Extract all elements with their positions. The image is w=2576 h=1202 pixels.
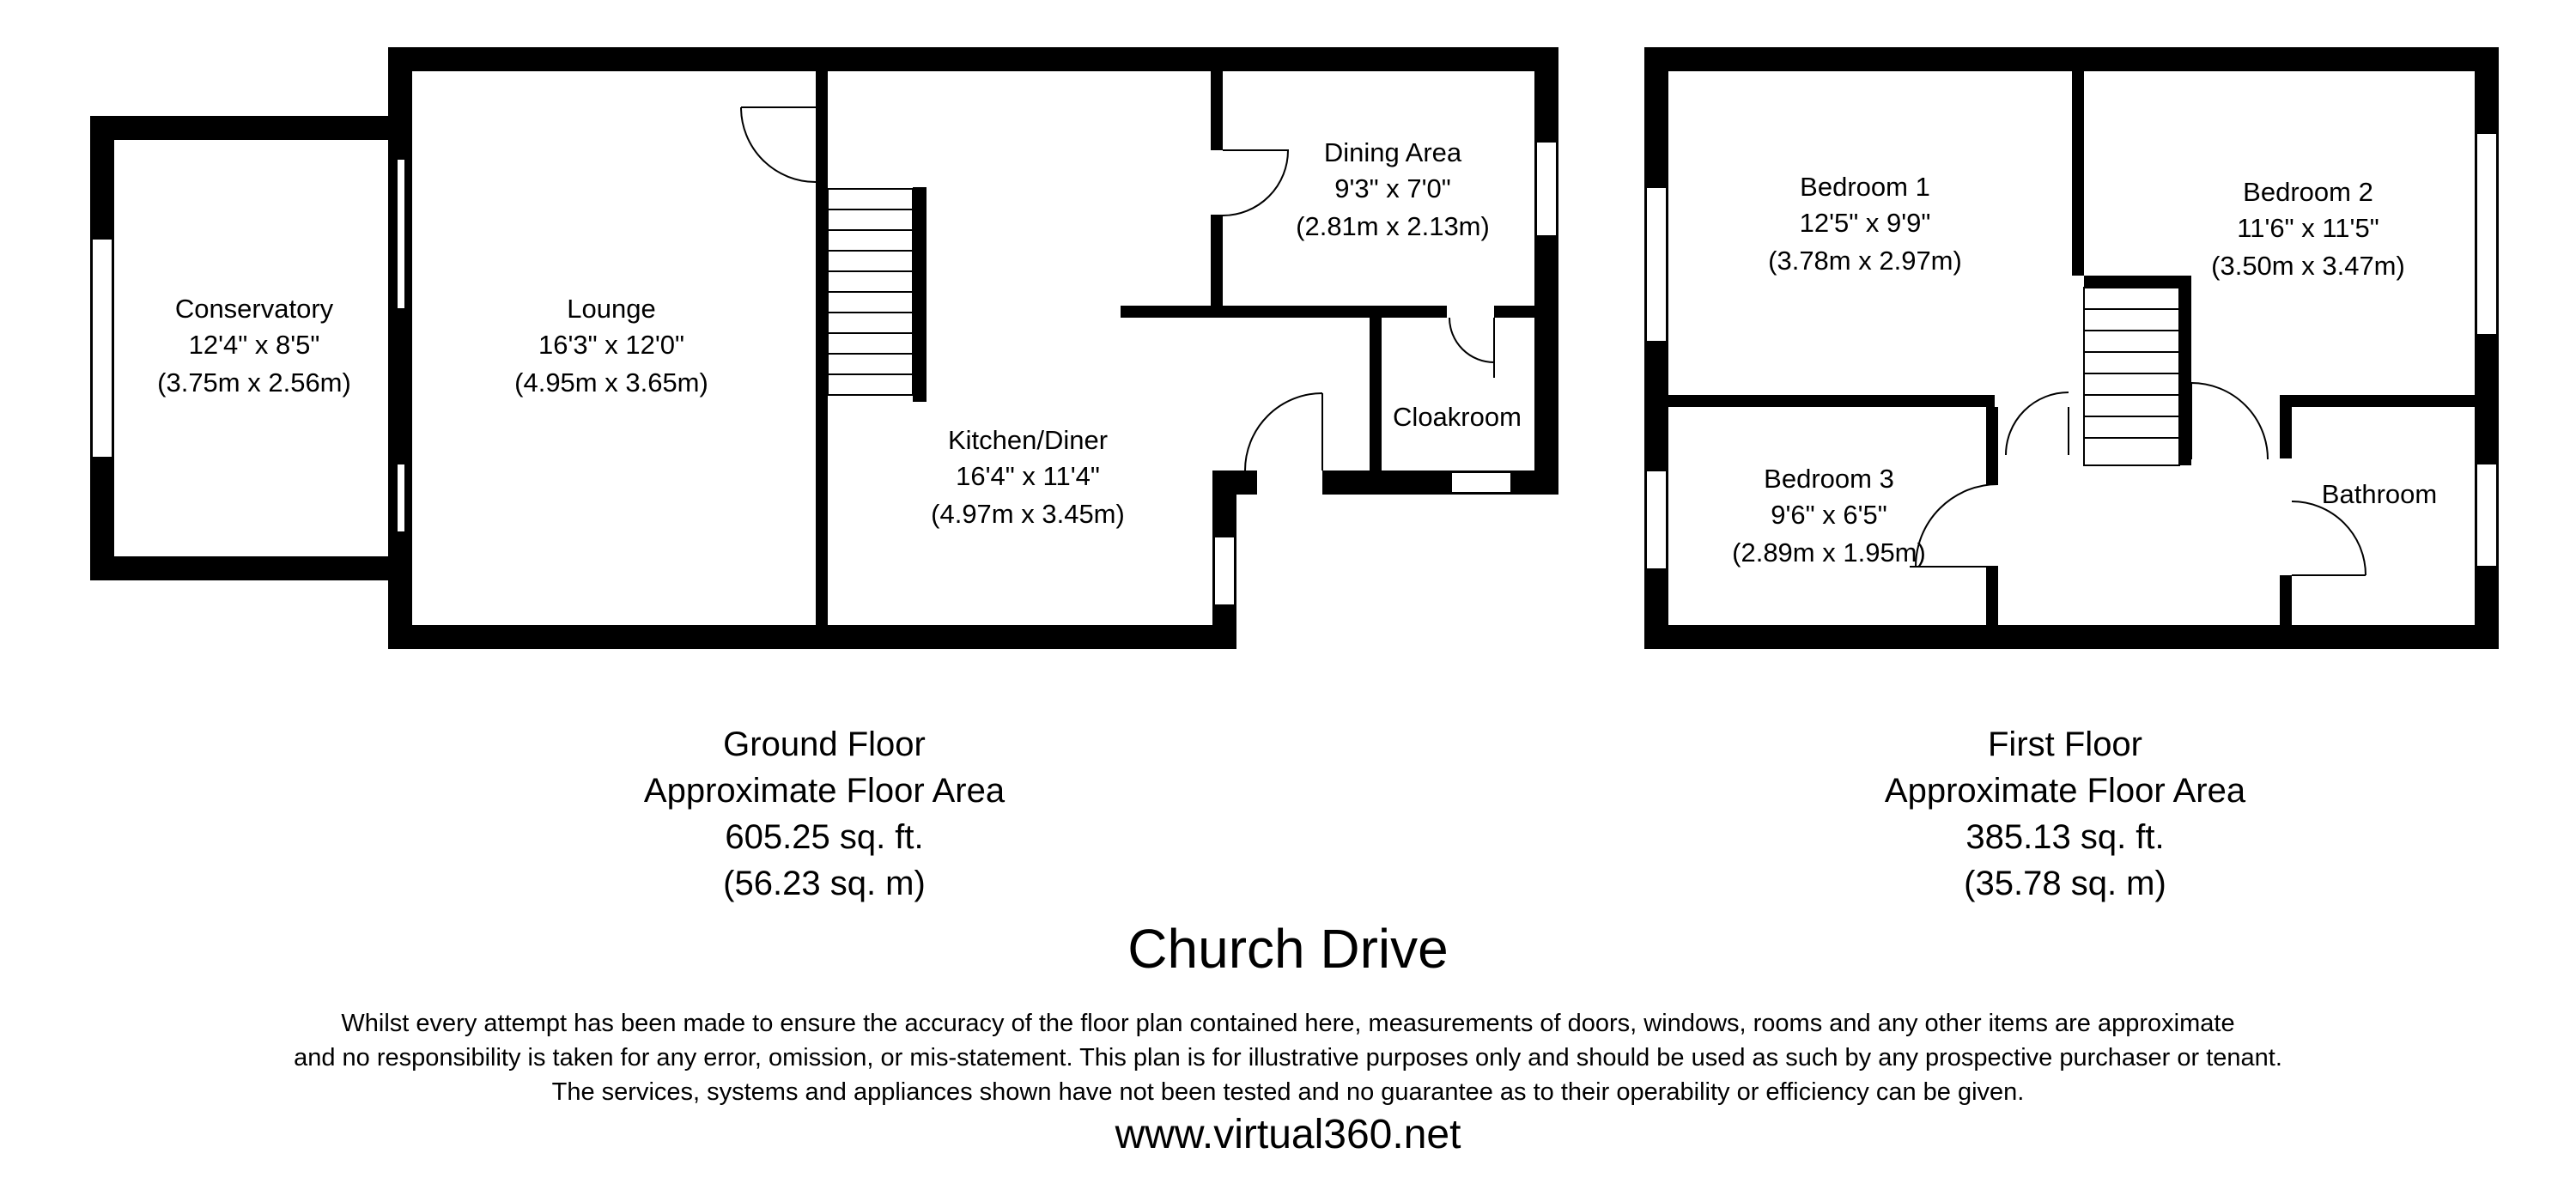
floor-area-label: Approximate Floor Area bbox=[643, 772, 1005, 810]
floor-name: Ground Floor bbox=[723, 725, 926, 763]
floor-area-label: Approximate Floor Area bbox=[1884, 772, 2246, 810]
bedroom-2-window bbox=[2476, 132, 2498, 336]
property-title: Church Drive bbox=[1127, 918, 1449, 980]
room-dims-imperial: 12'5" x 9'9" bbox=[1800, 208, 1931, 238]
room-dims-metric: (3.78m x 2.97m) bbox=[1768, 246, 1962, 276]
room-name: Lounge bbox=[567, 294, 655, 324]
bedroom-1-door bbox=[2005, 392, 2069, 456]
room-dims-metric: (4.95m x 3.65m) bbox=[514, 367, 708, 398]
room-dims-imperial: 9'3" x 7'0" bbox=[1334, 173, 1451, 203]
ground-floor-stairs bbox=[827, 188, 914, 396]
room-dims-imperial: 11'6" x 11'5" bbox=[2237, 213, 2379, 243]
kitchen-window bbox=[1213, 536, 1236, 606]
room-name: Dining Area bbox=[1324, 137, 1462, 167]
room-name: Kitchen/Diner bbox=[948, 425, 1108, 455]
disclaimer-line: Whilst every attempt has been made to en… bbox=[341, 1010, 2235, 1037]
disclaimer-line: and no responsibility is taken for any e… bbox=[294, 1044, 2282, 1071]
room-dims-imperial: 12'4" x 8'5" bbox=[189, 330, 320, 360]
room-name: Cloakroom bbox=[1393, 402, 1522, 432]
room-cloakroom: Cloakroom bbox=[1393, 402, 1522, 432]
floor-area-metric: (56.23 sq. m) bbox=[723, 865, 926, 902]
lounge-door bbox=[740, 106, 817, 183]
room-bedroom-1: Bedroom 1 12'5" x 9'9" (3.78m x 2.97m) bbox=[1768, 172, 1962, 276]
first-floor-stairs bbox=[2083, 287, 2180, 466]
bedroom-1-window bbox=[1645, 186, 1668, 343]
room-bathroom: Bathroom bbox=[2322, 479, 2437, 509]
floor-area-imperial: 385.13 sq. ft. bbox=[1965, 818, 2165, 856]
room-name: Bedroom 3 bbox=[1764, 464, 1894, 494]
cloakroom-door bbox=[1449, 317, 1495, 378]
room-name: Bedroom 1 bbox=[1800, 172, 1930, 202]
conservatory-window bbox=[91, 238, 113, 458]
disclaimer: Whilst every attempt has been made to en… bbox=[0, 1006, 2576, 1109]
room-dims-imperial: 9'6" x 6'5" bbox=[1771, 500, 1887, 530]
bedroom-2-door bbox=[2190, 382, 2269, 460]
bedroom-3-window bbox=[1645, 470, 1668, 570]
room-dining-area: Dining Area 9'3" x 7'0" (2.81m x 2.13m) bbox=[1296, 137, 1490, 241]
first-floor-plan bbox=[1644, 47, 2499, 649]
room-dims-imperial: 16'4" x 11'4" bbox=[956, 461, 1100, 491]
cloakroom-window bbox=[1450, 471, 1512, 494]
floor-name: First Floor bbox=[1988, 725, 2142, 763]
room-kitchen-diner: Kitchen/Diner 16'4" x 11'4" (4.97m x 3.4… bbox=[931, 425, 1125, 529]
disclaimer-line: The services, systems and appliances sho… bbox=[551, 1078, 2025, 1106]
conservatory-inner-window-top bbox=[396, 158, 406, 310]
floor-area-imperial: 605.25 sq. ft. bbox=[725, 818, 924, 856]
dining-area-window bbox=[1535, 141, 1558, 237]
ground-floor-summary: Ground Floor Approximate Floor Area 605.… bbox=[532, 721, 1116, 907]
ground-floor-plan bbox=[90, 47, 1558, 649]
bathroom-window bbox=[2476, 463, 2498, 568]
room-lounge: Lounge 16'3" x 12'0" (4.95m x 3.65m) bbox=[514, 294, 708, 398]
website-url: www.virtual360.net bbox=[1115, 1112, 1461, 1157]
room-dims-metric: (2.81m x 2.13m) bbox=[1296, 211, 1490, 241]
room-dims-metric: (3.75m x 2.56m) bbox=[157, 367, 351, 398]
room-name: Conservatory bbox=[175, 294, 334, 324]
room-bedroom-2: Bedroom 2 11'6" x 11'5" (3.50m x 3.47m) bbox=[2211, 177, 2405, 281]
room-dims-metric: (4.97m x 3.45m) bbox=[931, 499, 1125, 529]
room-dims-imperial: 16'3" x 12'0" bbox=[538, 330, 684, 360]
bedroom-3-door bbox=[1910, 483, 1999, 568]
first-floor-summary: First Floor Approximate Floor Area 385.1… bbox=[1773, 721, 2357, 907]
room-name: Bathroom bbox=[2322, 479, 2437, 509]
floor-area-metric: (35.78 sq. m) bbox=[1964, 865, 2166, 902]
bathroom-door bbox=[2291, 501, 2366, 576]
dining-area-door bbox=[1222, 149, 1290, 216]
room-bedroom-3: Bedroom 3 9'6" x 6'5" (2.89m x 1.95m) bbox=[1732, 464, 1926, 568]
conservatory-inner-window-bottom bbox=[396, 463, 406, 533]
room-conservatory: Conservatory 12'4" x 8'5" (3.75m x 2.56m… bbox=[157, 294, 351, 398]
room-dims-metric: (2.89m x 1.95m) bbox=[1732, 537, 1926, 568]
room-dims-metric: (3.50m x 3.47m) bbox=[2211, 251, 2405, 281]
front-door bbox=[1244, 392, 1323, 471]
room-name: Bedroom 2 bbox=[2243, 177, 2373, 207]
